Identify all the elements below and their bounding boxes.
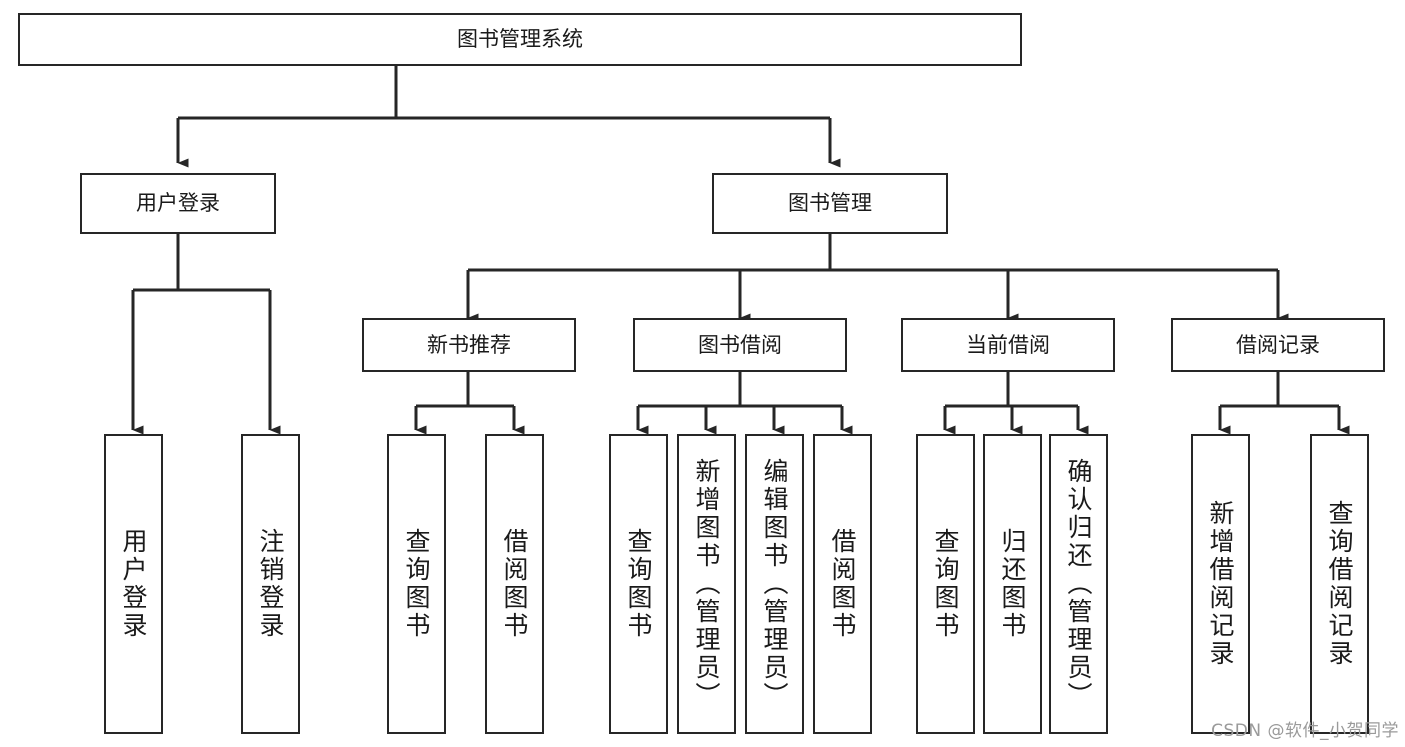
node-borrow-record[interactable]: 借阅记录 xyxy=(1171,318,1385,372)
node-leaf-query-book-2[interactable]: 查询图书 xyxy=(609,434,668,734)
node-new-book-recommend[interactable]: 新书推荐 xyxy=(362,318,576,372)
node-book-borrow-label: 图书借阅 xyxy=(698,332,782,357)
node-leaf-query-record[interactable]: 查询借阅记录 xyxy=(1310,434,1369,734)
node-leaf-return-book[interactable]: 归还图书 xyxy=(983,434,1042,734)
node-leaf-query-record-label: 查询借阅记录 xyxy=(1325,500,1354,668)
node-book-manage[interactable]: 图书管理 xyxy=(712,173,948,234)
node-leaf-query-book-1-label: 查询图书 xyxy=(402,528,431,640)
node-book-manage-label: 图书管理 xyxy=(788,191,872,216)
node-leaf-add-record-label: 新增借阅记录 xyxy=(1206,500,1235,668)
node-leaf-borrow-book-1[interactable]: 借阅图书 xyxy=(485,434,544,734)
node-leaf-confirm-return[interactable]: 确认归还（管理员） xyxy=(1049,434,1108,734)
node-book-borrow[interactable]: 图书借阅 xyxy=(633,318,847,372)
node-leaf-borrow-book-1-label: 借阅图书 xyxy=(500,528,529,640)
csdn-watermark: CSDN @软件_小贺同学 xyxy=(1211,721,1399,741)
node-current-borrow-label: 当前借阅 xyxy=(966,332,1050,357)
node-leaf-confirm-return-label: 确认归还（管理员） xyxy=(1064,458,1093,710)
node-leaf-return-book-label: 归还图书 xyxy=(998,528,1027,640)
node-leaf-edit-book[interactable]: 编辑图书（管理员） xyxy=(745,434,804,734)
node-leaf-query-book-1[interactable]: 查询图书 xyxy=(387,434,446,734)
node-root-label: 图书管理系统 xyxy=(457,27,583,52)
node-leaf-borrow-book-2-label: 借阅图书 xyxy=(828,528,857,640)
node-leaf-query-book-3-label: 查询图书 xyxy=(931,528,960,640)
node-leaf-user-logout-label: 注销登录 xyxy=(256,528,285,640)
node-user-login-label: 用户登录 xyxy=(136,191,220,216)
node-leaf-user-logout[interactable]: 注销登录 xyxy=(241,434,300,734)
node-borrow-record-label: 借阅记录 xyxy=(1236,332,1320,357)
node-user-login[interactable]: 用户登录 xyxy=(80,173,276,234)
node-leaf-user-login-label: 用户登录 xyxy=(119,528,148,640)
node-current-borrow[interactable]: 当前借阅 xyxy=(901,318,1115,372)
node-leaf-query-book-2-label: 查询图书 xyxy=(624,528,653,640)
node-leaf-add-record[interactable]: 新增借阅记录 xyxy=(1191,434,1250,734)
node-leaf-user-login[interactable]: 用户登录 xyxy=(104,434,163,734)
node-leaf-edit-book-label: 编辑图书（管理员） xyxy=(760,458,789,710)
node-new-book-recommend-label: 新书推荐 xyxy=(427,332,511,357)
node-leaf-borrow-book-2[interactable]: 借阅图书 xyxy=(813,434,872,734)
node-leaf-add-book-label: 新增图书（管理员） xyxy=(692,458,721,710)
node-leaf-add-book[interactable]: 新增图书（管理员） xyxy=(677,434,736,734)
node-leaf-query-book-3[interactable]: 查询图书 xyxy=(916,434,975,734)
node-root[interactable]: 图书管理系统 xyxy=(18,13,1022,66)
